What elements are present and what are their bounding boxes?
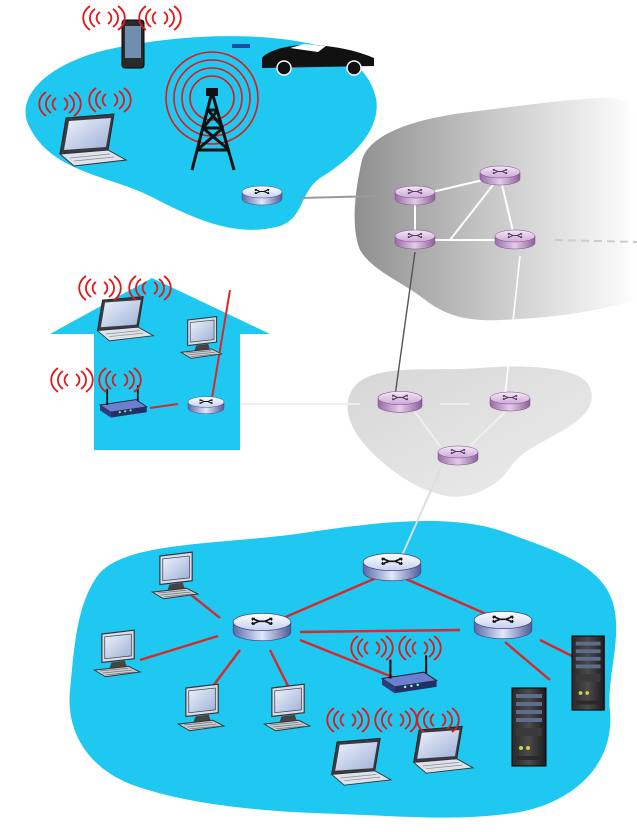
institutional-network-cloud [69,520,617,818]
router-icon [494,229,536,250]
router-icon [489,391,531,412]
router-icon [377,390,423,413]
router-icon [232,612,292,642]
regional-network-cloud [347,366,592,497]
server-rack-icon [571,635,605,711]
car-icon [232,44,374,76]
core-network-cloud [354,97,637,321]
router-icon [362,552,422,582]
home-network-house [50,278,270,450]
server-rack-icon [511,687,547,767]
router-icon [473,610,533,640]
smartphone-icon [82,5,182,69]
router-icon [187,396,225,415]
router-icon [479,165,521,186]
router-icon [437,445,479,466]
cell-tower-icon [165,51,259,171]
router-icon [394,229,436,250]
router-icon [241,185,283,206]
router-icon [394,185,436,206]
